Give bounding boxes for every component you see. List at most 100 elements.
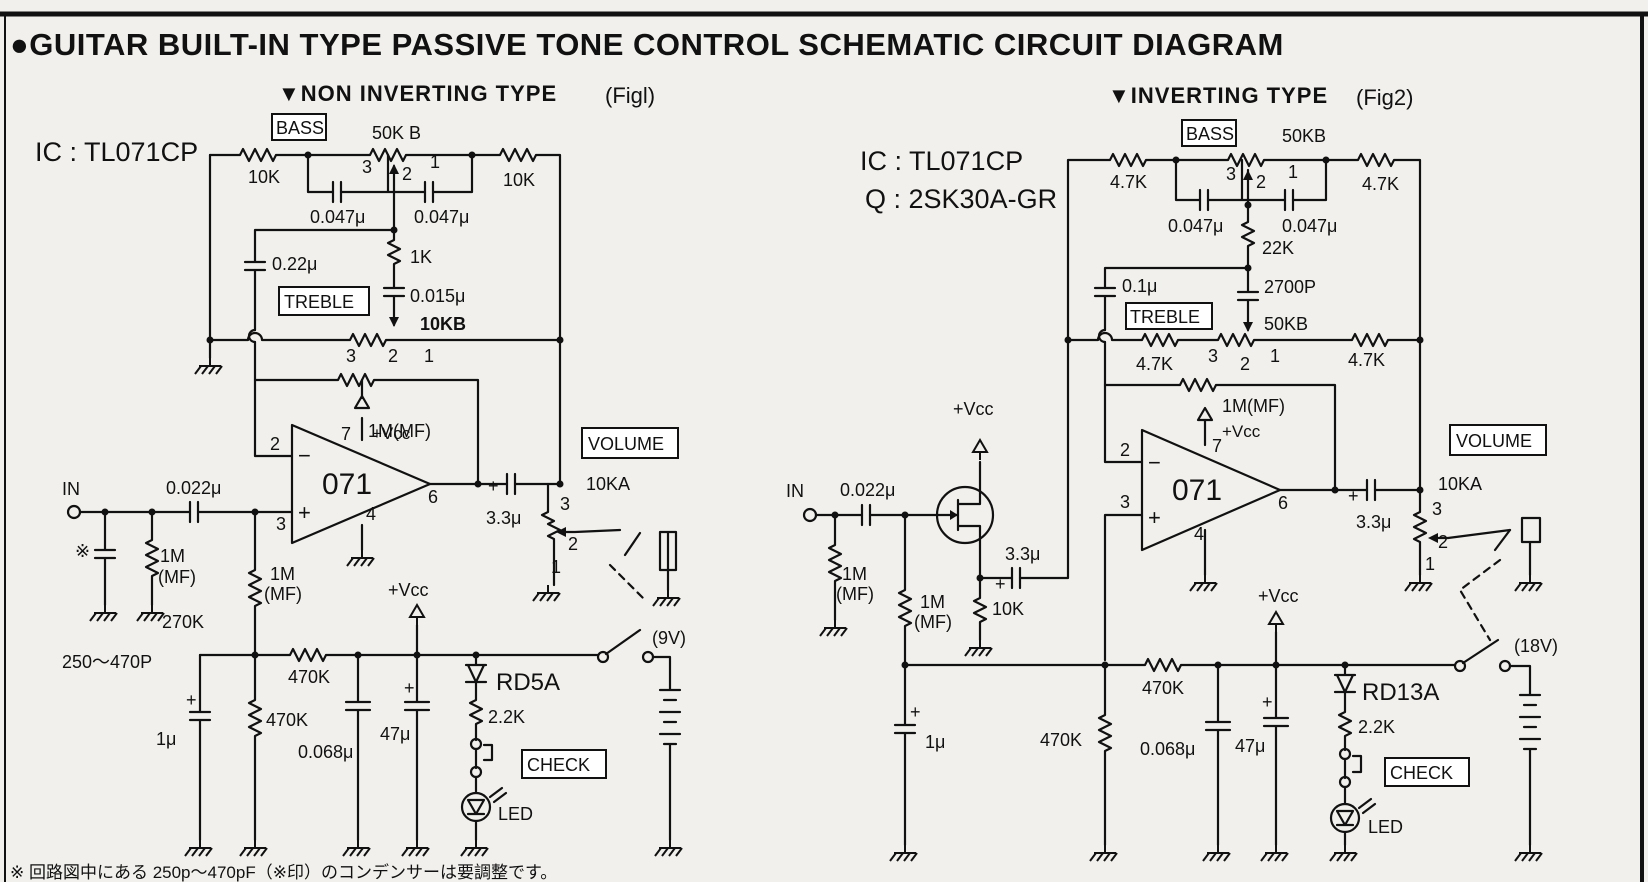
- fig1-vol-pin3: 3: [560, 494, 570, 514]
- fig1-r-bass-left: 10K: [248, 167, 280, 187]
- fig2-c-src: 3.3μ: [1005, 544, 1040, 564]
- fig1-c-015: 0.015μ: [410, 286, 465, 306]
- fig1-bass-pot-pin2: 2: [402, 164, 412, 184]
- fig2-jfet-vcc: +Vcc: [953, 399, 994, 419]
- fig1-r-led: 2.2K: [488, 707, 525, 727]
- fig2-vcc-label: +Vcc: [1258, 586, 1299, 606]
- fig2-c-47: 47μ: [1235, 736, 1265, 756]
- fig1-zener: RD5A: [496, 669, 560, 696]
- fig2-c-in: 0.022μ: [840, 480, 895, 500]
- fig2-jfet-symbol: [935, 485, 995, 545]
- fig2-check-label: CHECK: [1390, 763, 1453, 783]
- fig2-pin2: 2: [1120, 440, 1130, 460]
- fig1-c-1: 1μ: [156, 729, 176, 749]
- fig2-r-src: 10K: [992, 599, 1024, 619]
- fig1-r-bass-right: 10K: [503, 170, 535, 190]
- fig2-r-bass-right: 4.7K: [1362, 174, 1399, 194]
- fig2-check-box: [1384, 757, 1470, 787]
- fig1-bass-pot-value: 50K B: [372, 123, 421, 143]
- fig2-in-label: IN: [786, 481, 804, 501]
- fig1-pin3: 3: [276, 514, 286, 534]
- fig1-bass-label: BASS: [276, 118, 324, 138]
- fig1-treble-label: TREBLE: [284, 292, 354, 312]
- fig1-vol-pin2: 2: [568, 534, 578, 554]
- fig1-output-volume: + 3.3μ 3 2 1 VOLUME 10KA: [428, 338, 681, 607]
- fig1-pin7: 7: [341, 424, 351, 444]
- fig2-c47-plus: +: [1262, 692, 1273, 712]
- fig1-r-div-v: 470K: [266, 710, 308, 730]
- fig1-treble-pot-pin3: 3: [346, 346, 356, 366]
- fig2-treble-pot-value: 50KB: [1264, 314, 1308, 334]
- fig1-bass-box: [271, 113, 327, 141]
- fig2-zener: RD13A: [1362, 679, 1439, 706]
- fig2-c-1: 1μ: [925, 732, 945, 752]
- fig2-opamp-stage: 071 − + 1M(MF) +Vcc 7 2 3 4 6: [1103, 340, 1339, 662]
- fig2-r-bass-left: 4.7K: [1110, 172, 1147, 192]
- fig2-vcc-pin7: +Vcc: [1222, 422, 1261, 441]
- fig2-r-treble-left: 4.7K: [1136, 354, 1173, 374]
- fig1-opamp-label: 071: [322, 468, 372, 501]
- diagram-title: ●GUITAR BUILT-IN TYPE PASSIVE TONE CONTR…: [10, 27, 1284, 62]
- fig2-input-jfet: IN 0.022μ 1M (MF) +Vcc + 3.3μ 10K: [786, 338, 1070, 667]
- fig2-bass-pot-pin1: 1: [1288, 162, 1298, 182]
- fig2-r-feedback: 1M(MF): [1222, 396, 1285, 416]
- fig2-r-in-mf: (MF): [836, 584, 874, 604]
- fig1-opamp-symbol: [290, 423, 432, 545]
- fig1-vol-pin1: 1: [551, 557, 561, 577]
- fig2-volume-pot-value: 10KA: [1438, 474, 1482, 494]
- fig1-treble-network: TREBLE 10KB 0.22μ 1K 0.015μ 3 2 1: [194, 228, 564, 375]
- fig2-c-068: 0.068μ: [1140, 739, 1195, 759]
- fig1-pin6: 6: [428, 487, 438, 507]
- fig2-pin3: 3: [1120, 492, 1130, 512]
- fig2-battery: (18V): [1514, 636, 1558, 656]
- fig1-battery: (9V): [652, 628, 686, 648]
- fig2-pin6: 6: [1278, 493, 1288, 513]
- fig1-input: IN 0.022μ ※ 1M (MF) 270K 250～470P: [62, 478, 294, 672]
- fig1-r-feedback: 1M(MF): [368, 421, 431, 441]
- fig1-asterisk: ※: [75, 541, 90, 561]
- fig1-r-1k: 1K: [410, 247, 432, 267]
- fig1-ic-label: IC : TL071CP: [35, 137, 198, 167]
- fig2-c-src-plus: +: [995, 574, 1006, 594]
- fig2-vol-pin3: 3: [1432, 499, 1442, 519]
- fig2-treble-pot-pin1: 1: [1270, 346, 1280, 366]
- fig2-pin4: 4: [1194, 524, 1204, 544]
- fig1-r-in: 1M: [160, 546, 185, 566]
- fig1-c-47: 47μ: [380, 724, 410, 744]
- fig2-c-out: 3.3μ: [1356, 512, 1391, 532]
- fig1-c-bass-left: 0.047μ: [310, 207, 365, 227]
- fig1-c47-plus: +: [404, 678, 415, 698]
- fig1-volume-box: [581, 427, 679, 459]
- fig2-opamp-plus: +: [1148, 505, 1161, 530]
- fig1-c-treble: 0.22μ: [272, 254, 317, 274]
- fig2-treble-network: 2700P 0.1μ TREBLE 50KB 4.7K 4.7K 3 2 1: [1064, 266, 1424, 374]
- fig1-treble-box: [278, 286, 370, 316]
- fig2-r-gate: 1M: [920, 592, 945, 612]
- fig1-opamp-minus: −: [298, 443, 311, 468]
- fig2-bass-pot-pin2: 2: [1256, 172, 1266, 192]
- fig2-r-led: 2.2K: [1358, 717, 1395, 737]
- fig2-opamp-label: 071: [1172, 474, 1222, 507]
- fig1-led-label: LED: [498, 804, 533, 824]
- fig2-r-in: 1M: [842, 564, 867, 584]
- sheet-frame: [0, 11, 1648, 882]
- fig2-r-treble-right: 4.7K: [1348, 350, 1385, 370]
- fig1-pin4: 4: [366, 504, 376, 524]
- fig2-c-out-plus: +: [1348, 486, 1359, 506]
- fig1-bass-pot-pin1: 1: [430, 152, 440, 172]
- fig2-opamp-minus: −: [1148, 450, 1161, 475]
- fig2-c-bass-left: 0.047μ: [1168, 216, 1223, 236]
- fig1-cap-range: 250～470P: [62, 652, 152, 672]
- fig1-treble-pot-pin2: 2: [388, 346, 398, 366]
- fig2-treble-pot-pin3: 3: [1208, 346, 1218, 366]
- fig2-r-gate-mf: (MF): [914, 612, 952, 632]
- fig1-treble-pot-pin1: 1: [424, 346, 434, 366]
- fig1-c-bass-right: 0.047μ: [414, 207, 469, 227]
- fig2-inverting-circuit: ▼INVERTING TYPE (Fig2) IC : TL071CP Q : …: [786, 83, 1558, 862]
- fig1-c-068: 0.068μ: [298, 742, 353, 762]
- fig1-r-bias: 1M: [270, 564, 295, 584]
- fig2-c-2700: 2700P: [1264, 277, 1316, 297]
- fig2-r-div-v: 470K: [1040, 730, 1082, 750]
- fig1-opamp-plus: +: [298, 500, 311, 525]
- fig1-bass-pot-pin3: 3: [362, 157, 372, 177]
